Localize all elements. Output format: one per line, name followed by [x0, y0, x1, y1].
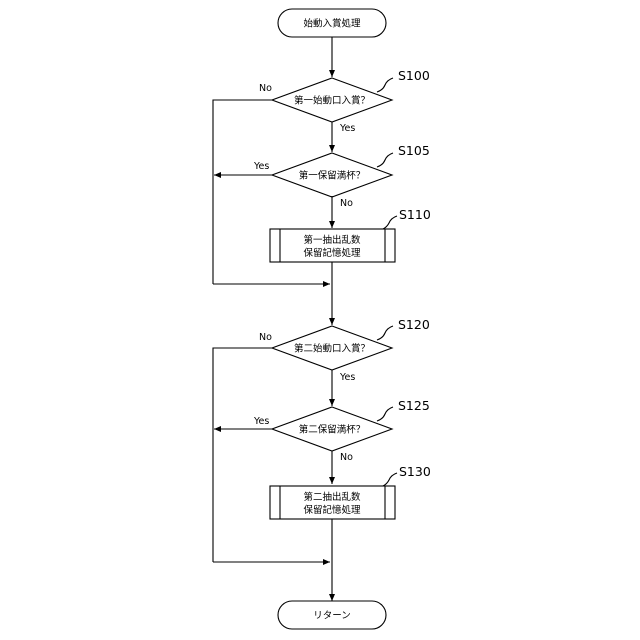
branch-no-s100: No	[259, 83, 272, 94]
no-branch-line	[213, 348, 272, 562]
step-leader	[377, 78, 393, 92]
step-leader	[377, 407, 393, 421]
process-s130-line2: 保留記憶処理	[303, 504, 361, 516]
branch-yes-s120: Yes	[339, 372, 355, 383]
branch-no-s120: No	[259, 332, 272, 343]
step-leader	[383, 473, 397, 486]
process-s130-line1: 第二抽出乱数	[303, 491, 361, 503]
step-label-s130: S130	[399, 464, 431, 479]
decision-s120-label: 第二始動口入賞？	[294, 343, 370, 355]
step-leader	[377, 153, 393, 167]
end-label: リターン	[313, 611, 351, 622]
process-s110-line2: 保留記憶処理	[303, 247, 361, 259]
branch-yes-s100: Yes	[339, 123, 355, 134]
step-label-s125: S125	[398, 398, 430, 413]
branch-no-s125: No	[340, 452, 353, 463]
decision-s100-label: 第一始動口入賞？	[294, 95, 370, 107]
branch-yes-s105: Yes	[253, 161, 269, 172]
step-label-s105: S105	[398, 143, 430, 158]
step-leader	[383, 216, 397, 229]
start-label: 始動入賞処理	[303, 18, 361, 30]
branch-yes-s125: Yes	[253, 416, 269, 427]
process-s110-line1: 第一抽出乱数	[303, 234, 361, 246]
step-leader	[377, 326, 393, 340]
decision-s125-label: 第二保留満杯？	[299, 424, 366, 436]
decision-s105-label: 第一保留満杯？	[299, 170, 366, 182]
step-label-s110: S110	[399, 207, 431, 222]
no-branch-line	[213, 100, 272, 284]
step-label-s120: S120	[398, 317, 430, 332]
branch-no-s105: No	[340, 198, 353, 209]
step-label-s100: S100	[398, 68, 430, 83]
